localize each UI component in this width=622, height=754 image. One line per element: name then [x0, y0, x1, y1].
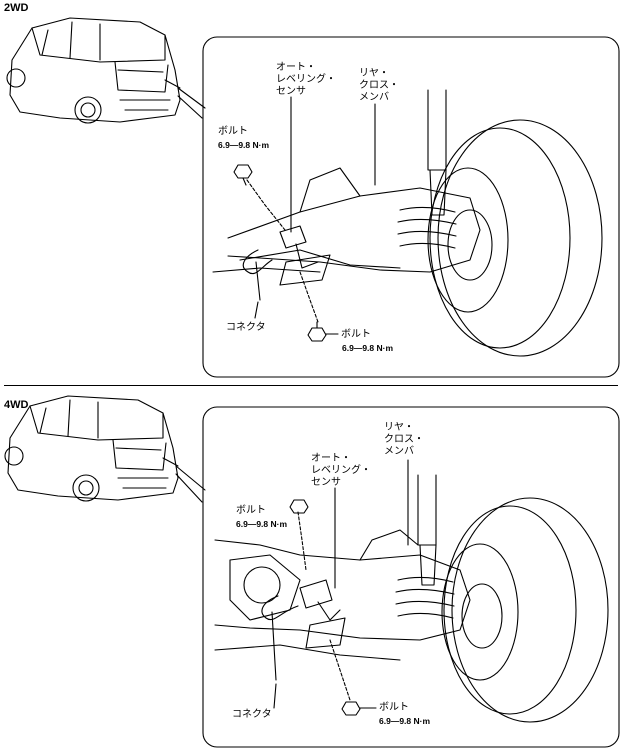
label-sensor-4wd-line2: レベリング・: [311, 465, 371, 476]
vehicle-illustration-4wd: [4, 395, 179, 502]
label-crossmember-2wd-line3: メンバ: [359, 92, 389, 103]
label-sensor-4wd: オート・ レベリング・ センサ: [311, 453, 371, 489]
torque-lower-4wd: 6.9—9.8 N·m: [379, 716, 431, 726]
label-crossmember-4wd: リヤ・ クロス・ メンバ: [384, 422, 424, 458]
label-sensor-4wd-line3: センサ: [311, 477, 341, 488]
label-connector-4wd: コネクタ: [232, 709, 272, 720]
label-sensor-2wd-line2: レベリング・: [276, 74, 336, 85]
bolt-upper-2wd: [233, 164, 253, 186]
label-crossmember-2wd-line2: クロス・: [359, 80, 399, 91]
bolt-lower-2wd: [307, 321, 327, 342]
label-connector-2wd: コネクタ: [226, 322, 266, 333]
callout-lines-4wd: [175, 465, 206, 503]
label-crossmember-2wd-line1: リヤ・: [359, 68, 389, 79]
label-crossmember-2wd: リヤ・ クロス・ メンバ: [359, 68, 399, 104]
label-sensor-2wd-line1: オート・: [276, 62, 316, 73]
suspension-illustration-4wd: [214, 474, 609, 723]
section-heading-4wd: 4WD: [4, 399, 29, 411]
bolt-lower-4wd: [341, 701, 361, 716]
section-divider: [4, 385, 618, 386]
label-crossmember-4wd-line1: リヤ・: [384, 422, 414, 433]
torque-upper-2wd: 6.9—9.8 N·m: [218, 140, 270, 150]
torque-upper-4wd: 6.9—9.8 N·m: [236, 519, 288, 529]
detail-frame-4wd: [202, 406, 620, 748]
leader-connector-4wd: [273, 683, 277, 709]
label-sensor-2wd: オート・ レベリング・ センサ: [276, 62, 336, 98]
torque-lower-2wd: 6.9—9.8 N·m: [342, 343, 394, 353]
label-sensor-4wd-line1: オート・: [311, 453, 351, 464]
label-bolt-upper-4wd: ボルト: [236, 505, 266, 516]
label-crossmember-4wd-line2: クロス・: [384, 434, 424, 445]
label-bolt-lower-2wd: ボルト: [341, 329, 371, 340]
leader-connector-2wd: [254, 301, 259, 319]
vehicle-illustration-2wd: [6, 17, 181, 124]
callout-lines-2wd: [177, 87, 206, 119]
label-crossmember-4wd-line3: メンバ: [384, 446, 414, 457]
label-bolt-upper-2wd: ボルト: [218, 126, 248, 137]
label-bolt-lower-4wd: ボルト: [379, 702, 409, 713]
label-sensor-2wd-line3: センサ: [276, 86, 306, 97]
bolt-upper-4wd: [289, 499, 309, 514]
detail-frame-2wd: [202, 36, 620, 378]
suspension-illustration-2wd: [212, 89, 603, 357]
section-heading-2wd: 2WD: [4, 2, 29, 14]
